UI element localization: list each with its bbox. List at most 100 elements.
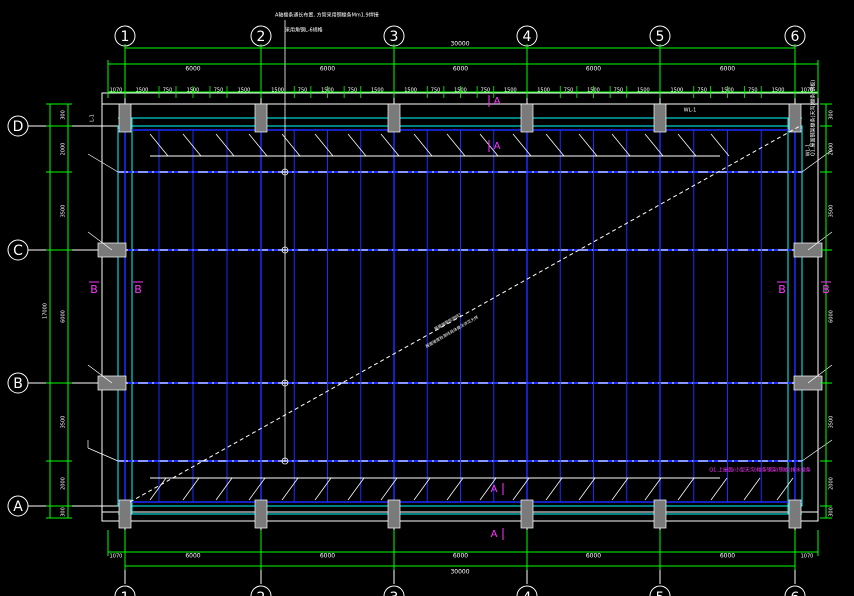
- axis-label: 1: [121, 29, 130, 45]
- dim-text: 1500: [537, 88, 550, 94]
- gutter-hatch: [644, 133, 664, 157]
- column-block: [118, 103, 132, 133]
- dim-text: 1500: [637, 88, 650, 94]
- dim-text: 1500: [721, 88, 734, 94]
- column-block: [788, 103, 802, 133]
- dim-text: 1500: [587, 88, 600, 94]
- dim-text: 6000: [720, 553, 735, 560]
- dim-text: 2000: [61, 143, 67, 156]
- dim-text: 1500: [321, 88, 334, 94]
- leader: [801, 439, 833, 462]
- gutter-hatch: [446, 477, 464, 501]
- dim-text: 2000: [829, 143, 835, 156]
- dim-text: 6000: [453, 66, 468, 73]
- note-text: A轴檩条通长布置, 方管采用钢檩条Mm1.9焊接: [275, 12, 379, 19]
- gutter-hatch: [248, 133, 268, 157]
- gutter-hatch: [644, 477, 662, 501]
- dim-text: 1070: [110, 88, 123, 94]
- axis-label: A: [13, 499, 23, 515]
- gutter-hatch: [710, 477, 728, 501]
- dim-text: 1070: [801, 554, 814, 560]
- column-block: [387, 499, 401, 529]
- gutter-hatch: [314, 133, 334, 157]
- column-leader: [807, 231, 833, 251]
- gutter-hatch: [413, 477, 431, 501]
- column-block: [118, 499, 132, 529]
- column-block: [387, 103, 401, 133]
- section-label: A: [494, 141, 501, 152]
- dim-text: 750: [298, 88, 308, 94]
- leader: [87, 447, 119, 462]
- dim-text: 6000: [829, 310, 835, 323]
- column-block: [520, 103, 534, 133]
- gutter-hatch: [347, 133, 367, 157]
- gutter-hatch: [512, 477, 530, 501]
- dim-text: 6000: [320, 66, 335, 73]
- gutter-hatch: [314, 477, 332, 501]
- dim-text: 750: [697, 88, 707, 94]
- gutter-hatch: [776, 477, 794, 501]
- dim-text: 300: [829, 507, 835, 517]
- dim-text: 6000: [453, 553, 468, 560]
- dim-text: 1070: [801, 88, 814, 94]
- section-label: A: [491, 529, 498, 540]
- gutter-hatch: [578, 133, 598, 157]
- axis-label: D: [13, 119, 24, 135]
- dim-text: 1500: [271, 88, 284, 94]
- dim-text: 2000: [61, 477, 67, 490]
- section-label: A: [491, 484, 498, 495]
- dim-text: 2000: [829, 477, 835, 490]
- gutter-hatch: [149, 133, 169, 157]
- dim-text: 750: [481, 88, 491, 94]
- dim-text: 3500: [829, 416, 835, 429]
- note-text: Q1.屋面钢架檩条(天沟)檩条(钢板): [810, 80, 817, 157]
- tie-node: [281, 457, 289, 465]
- gutter-hatch: [347, 477, 365, 501]
- gutter-hatch: [545, 477, 563, 501]
- section-label: B: [822, 283, 830, 296]
- dim-text: 3500: [829, 205, 835, 218]
- dim-text: 6000: [586, 553, 601, 560]
- column-block: [653, 103, 667, 133]
- text-layer: 112233445566DCBA300006000150075015007501…: [13, 12, 835, 596]
- dim-text: 1500: [671, 88, 684, 94]
- dim-text: 6000: [320, 553, 335, 560]
- outer-frame: [101, 92, 819, 522]
- axis-bubble: [383, 585, 405, 596]
- gutter-hatch: [611, 133, 631, 157]
- axis-label: 1: [121, 590, 130, 596]
- column-leader: [87, 364, 113, 384]
- gutter-hatch: [380, 477, 398, 501]
- note-text: WL-1: [806, 144, 812, 157]
- section-label: A: [494, 96, 501, 107]
- axis-label: 4: [523, 590, 532, 596]
- gutter-hatch: [182, 133, 202, 157]
- gutter-hatch: [182, 477, 200, 501]
- gutter-hatch: [479, 477, 497, 501]
- axis-label: 3: [390, 29, 399, 45]
- axis-label: 4: [523, 29, 532, 45]
- column-block: [254, 499, 268, 529]
- dim-text: 1500: [187, 88, 200, 94]
- dim-text: 17000: [43, 303, 49, 319]
- gutter-hatch: [545, 133, 565, 157]
- gutter-hatch: [413, 133, 433, 157]
- dim-text: 30000: [450, 41, 469, 48]
- gutter-hatch: [215, 477, 233, 501]
- gutter-hatch: [677, 133, 697, 157]
- axis-bubble: [649, 585, 671, 596]
- note-text: WL-1: [684, 108, 697, 114]
- note-text: 采用角钢L-6规格: [285, 27, 323, 34]
- dim-text: 750: [614, 88, 624, 94]
- gutter-hatch: [215, 133, 235, 157]
- axis-label: 5: [656, 590, 665, 596]
- axis-bubble: [516, 585, 538, 596]
- gutter-hatch: [446, 133, 466, 157]
- dim-text: 3500: [61, 416, 67, 429]
- tie-node: [281, 168, 289, 176]
- section-label: B: [778, 283, 786, 296]
- axis-label: 3: [390, 590, 399, 596]
- dim-text: 750: [214, 88, 224, 94]
- dim-text: 750: [348, 88, 358, 94]
